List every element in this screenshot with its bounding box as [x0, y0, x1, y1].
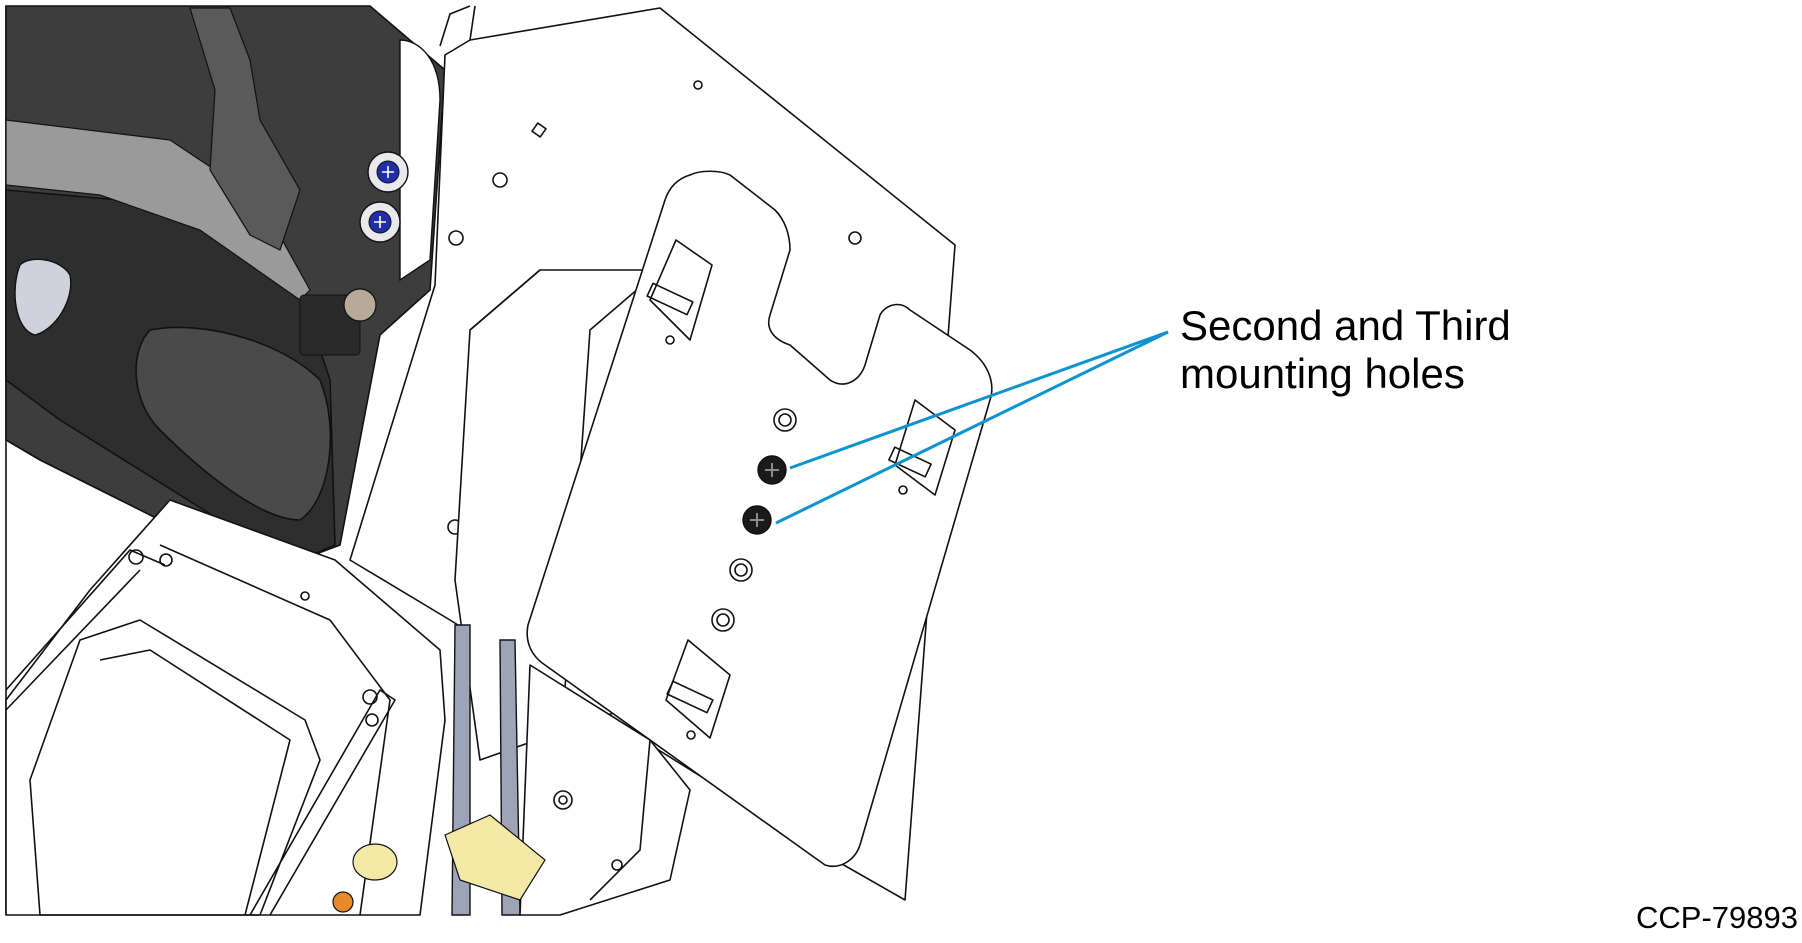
- callout-label: Second and Third mounting holes: [1180, 302, 1511, 398]
- screw-head-icon: [757, 455, 787, 485]
- mounting-screw-icon: [359, 201, 401, 243]
- mounting-screw-icon: [367, 151, 409, 193]
- callout-line-1: Second and Third: [1180, 302, 1511, 349]
- base-assembly: [332, 664, 691, 916]
- scanner-housing: [5, 5, 446, 561]
- screw-head-icon: [742, 505, 772, 535]
- figure-id: CCP-79893: [1636, 900, 1798, 935]
- callout-line-2: mounting holes: [1180, 350, 1465, 397]
- callout-leader: [775, 330, 1169, 525]
- callout-leader: [789, 330, 1169, 470]
- display-unit: [5, 499, 446, 916]
